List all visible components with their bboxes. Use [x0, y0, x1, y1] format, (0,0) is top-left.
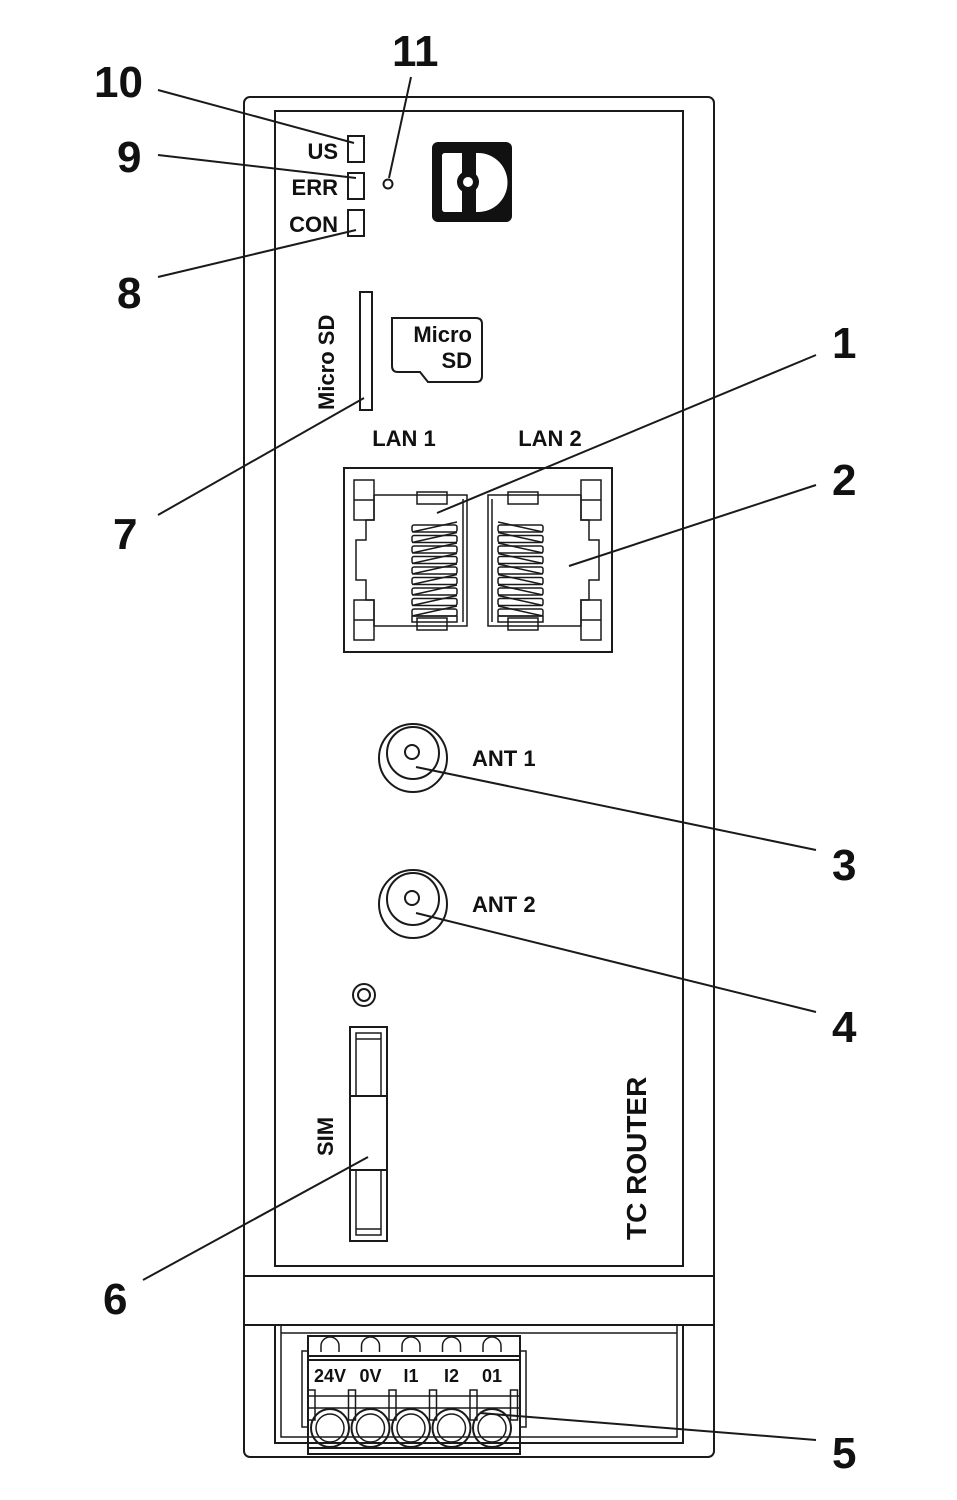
terminal-label: I2 [444, 1366, 459, 1386]
ant1-label: ANT 1 [472, 746, 536, 771]
callout-9: 9 [117, 133, 141, 182]
callout-11: 11 [392, 27, 439, 76]
device-name: TC ROUTER [621, 1077, 652, 1240]
terminal-5[interactable]: 01 [469, 1336, 512, 1448]
sim-eject-button[interactable] [352, 983, 376, 1007]
terminal-3[interactable]: I1 [388, 1336, 431, 1448]
callout-1: 1 [832, 319, 856, 368]
terminal-2[interactable]: 0V [347, 1336, 391, 1448]
ant2-connector[interactable] [378, 869, 448, 939]
reset-button[interactable] [382, 178, 394, 190]
callout-line-8 [157, 229, 357, 278]
callout-line-6 [142, 1156, 369, 1281]
microsd-card-icon-line2: SD [441, 348, 472, 373]
terminal-1[interactable]: 24V [307, 1336, 350, 1448]
callout-2: 2 [832, 456, 856, 505]
led-us [347, 135, 365, 163]
terminal-label: I1 [403, 1366, 418, 1386]
led-err [347, 172, 365, 200]
callout-6: 6 [103, 1275, 127, 1324]
ant1-connector[interactable] [378, 723, 448, 793]
microsd-card-icon-line1: Micro [413, 322, 472, 347]
microsd-slot-label: Micro SD [314, 315, 339, 410]
terminal-recess-inner [280, 1325, 678, 1438]
led-con [347, 209, 365, 237]
lan1-label: LAN 1 [372, 426, 436, 451]
led-label-err: ERR [292, 175, 339, 200]
callout-8: 8 [117, 269, 141, 318]
led-group: US ERR CON [289, 135, 365, 237]
terminals: 24V 0V I1 I2 01 [307, 1336, 520, 1448]
callout-line-1 [436, 354, 817, 514]
microsd-card-icon [391, 317, 483, 383]
callout-line-4 [415, 912, 817, 1013]
callout-7: 7 [113, 510, 137, 559]
phoenix-contact-logo-icon [432, 142, 512, 222]
terminal-4[interactable]: I2 [428, 1336, 472, 1448]
microsd-slot[interactable] [359, 291, 373, 411]
ant2-label: ANT 2 [472, 892, 536, 917]
sim-label: SIM [313, 1117, 338, 1156]
lan1-port[interactable] [353, 479, 468, 641]
led-label-con: CON [289, 212, 338, 237]
housing-outer [243, 96, 715, 1458]
terminal-label: 0V [359, 1366, 381, 1386]
lan-ports-housing [343, 467, 613, 653]
terminal-label: 01 [482, 1366, 502, 1386]
callout-line-10 [157, 89, 355, 144]
front-panel [274, 110, 684, 1267]
lan2-port[interactable] [487, 479, 602, 641]
callout-5: 5 [832, 1429, 856, 1478]
callout-line-11 [388, 76, 412, 179]
lan2-label: LAN 2 [518, 426, 582, 451]
callout-line-7 [157, 397, 365, 516]
callout-line-2 [568, 484, 817, 567]
callout-line-5 [479, 1412, 817, 1441]
led-label-us: US [307, 139, 338, 164]
callout-line-3 [415, 766, 817, 851]
callout-3: 3 [832, 841, 856, 890]
callout-4: 4 [832, 1003, 857, 1052]
callout-10: 10 [94, 58, 143, 107]
callout-line-9 [157, 154, 357, 179]
sim-slot[interactable] [349, 1026, 388, 1242]
terminal-label: 24V [314, 1366, 346, 1386]
